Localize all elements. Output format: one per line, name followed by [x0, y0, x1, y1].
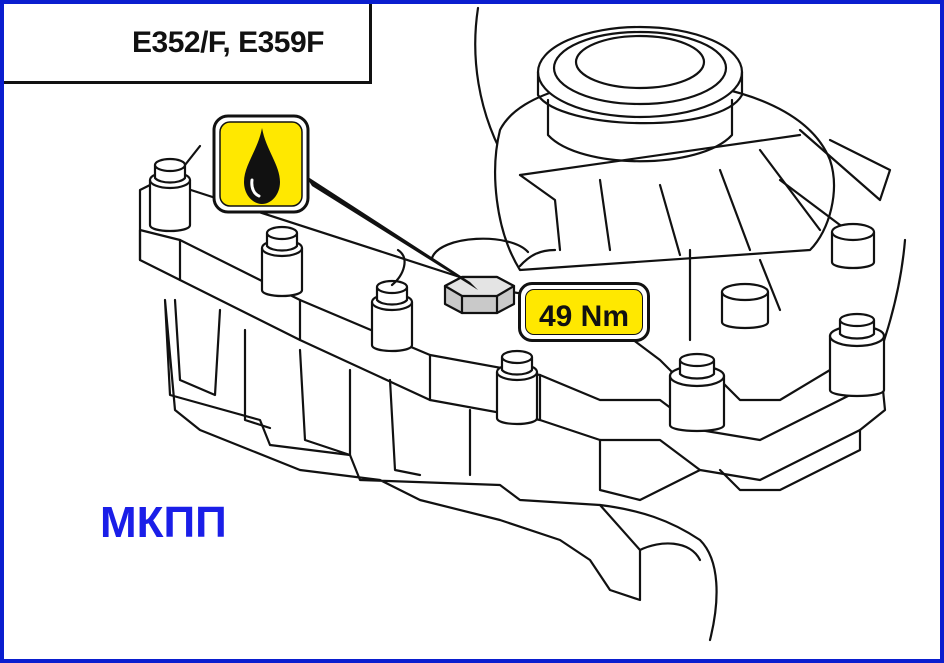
torque-badge: 49 Nm — [518, 282, 650, 342]
model-header-box: E352/F, E359F — [4, 4, 372, 84]
oil-drop-icon — [212, 114, 310, 214]
transmission-caption: МКПП — [100, 498, 227, 547]
model-label: E352/F, E359F — [132, 26, 324, 59]
torque-label: 49 Nm — [538, 300, 630, 333]
torque-badge-fill: 49 Nm — [525, 289, 643, 335]
